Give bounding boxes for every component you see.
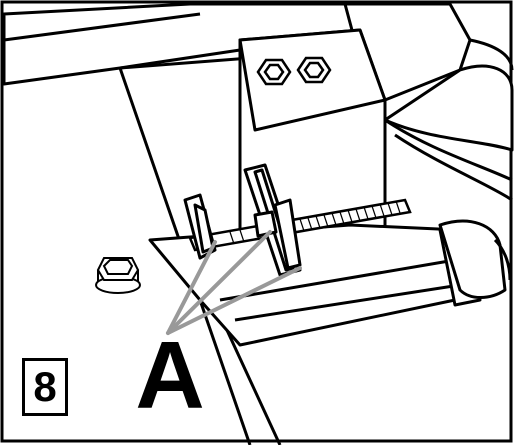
hex-nut-icon (256, 56, 332, 86)
step-number: 8 (33, 363, 57, 410)
hex-bolt-icon (95, 257, 141, 294)
callout-leaders (166, 230, 302, 335)
right-roller (438, 219, 512, 299)
main-housing (119, 28, 387, 242)
callout-label: A (135, 322, 205, 429)
threaded-rod-icon (188, 198, 412, 252)
step-number-badge: 8 (22, 358, 68, 416)
